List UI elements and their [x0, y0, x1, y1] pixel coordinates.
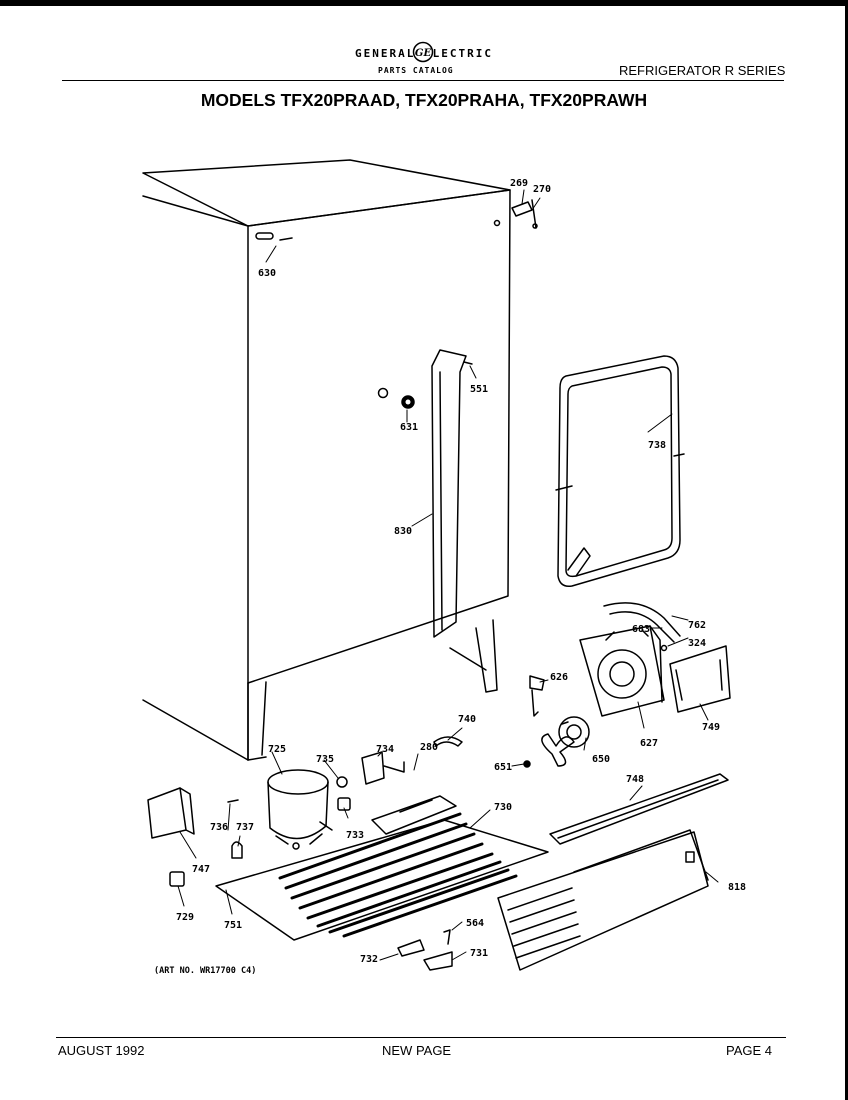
callout-747: 747 — [192, 864, 210, 875]
callout-732: 732 — [360, 954, 378, 965]
part-overload — [336, 776, 348, 788]
part-clip-736 — [227, 799, 239, 803]
callout-564: 564 — [466, 918, 484, 929]
callout-762: 762 — [688, 620, 706, 631]
part-bracket-734 — [361, 751, 405, 785]
footer-date: AUGUST 1992 — [58, 1043, 145, 1058]
footer-page: PAGE 4 — [726, 1043, 773, 1058]
header-rule — [62, 80, 784, 81]
ge-logo-icon: GE — [412, 41, 434, 63]
part-screw-564 — [443, 929, 451, 945]
callout-731: 731 — [470, 948, 488, 959]
part-drain-pan — [371, 795, 457, 835]
callout-749: 749 — [702, 722, 720, 733]
part-grille — [497, 829, 709, 971]
right-border — [845, 0, 848, 1100]
part-compressor — [267, 769, 333, 850]
callout-651: 651 — [494, 762, 512, 773]
top-border — [0, 0, 848, 6]
part-732 — [397, 939, 425, 957]
callout-280: 280 — [420, 742, 438, 753]
brand-subtitle: PARTS CATALOG — [378, 66, 454, 75]
callout-737: 737 — [236, 822, 254, 833]
callout-729: 729 — [176, 912, 194, 923]
part-drain-tube — [603, 602, 681, 643]
callout-830: 830 — [394, 526, 412, 537]
callout-626: 626 — [550, 672, 568, 683]
series-label: REFRIGERATOR R SERIES — [619, 63, 786, 78]
part-screw — [463, 361, 473, 365]
part-switch-729 — [169, 871, 185, 887]
footer-status: NEW PAGE — [382, 1043, 452, 1058]
callout-818: 818 — [728, 882, 746, 893]
part-731 — [423, 951, 453, 971]
callout-270: 270 — [533, 184, 551, 195]
part-thermostat — [529, 675, 545, 717]
part-screw-324 — [660, 644, 668, 652]
part-hinge — [511, 199, 538, 229]
callout-751: 751 — [224, 920, 242, 931]
callout-551: 551 — [470, 384, 488, 395]
part-strip-748 — [549, 773, 729, 845]
callout-748: 748 — [626, 774, 644, 785]
part-cover-749 — [669, 645, 731, 713]
callout-627: 627 — [640, 738, 658, 749]
part-capacitor — [231, 841, 243, 859]
part-fan-motor — [558, 716, 590, 748]
callout-733: 733 — [346, 830, 364, 841]
part-door-gasket — [555, 355, 685, 588]
callout-725: 725 — [268, 744, 286, 755]
callout-630: 630 — [258, 268, 276, 279]
callout-324: 324 — [688, 638, 706, 649]
callout-269: 269 — [510, 178, 528, 189]
callout-683: 683 — [632, 624, 650, 635]
cabinet-drawing — [142, 159, 511, 761]
part-base-pan — [215, 819, 549, 941]
callout-730: 730 — [494, 802, 512, 813]
svg-text:GE: GE — [415, 48, 432, 59]
part-fan-bracket — [579, 625, 665, 717]
part-relay-733 — [337, 797, 351, 811]
art-number: (ART NO. WR17700 C4) — [154, 966, 257, 976]
part-bracket-747 — [147, 787, 195, 839]
models-title: MODELS TFX20PRAAD, TFX20PRAHA, TFX20PRAW… — [200, 90, 648, 110]
callout-650: 650 — [592, 754, 610, 765]
part-relay — [433, 736, 463, 747]
callout-738: 738 — [648, 440, 666, 451]
callout-735: 735 — [316, 754, 334, 765]
part-condenser-coil — [278, 812, 518, 938]
part-fan-blade — [523, 733, 575, 768]
callout-631: 631 — [400, 422, 418, 433]
callout-740: 740 — [458, 714, 476, 725]
callout-736: 736 — [210, 822, 228, 833]
footer-rule — [56, 1037, 786, 1038]
callout-734: 734 — [376, 744, 394, 755]
